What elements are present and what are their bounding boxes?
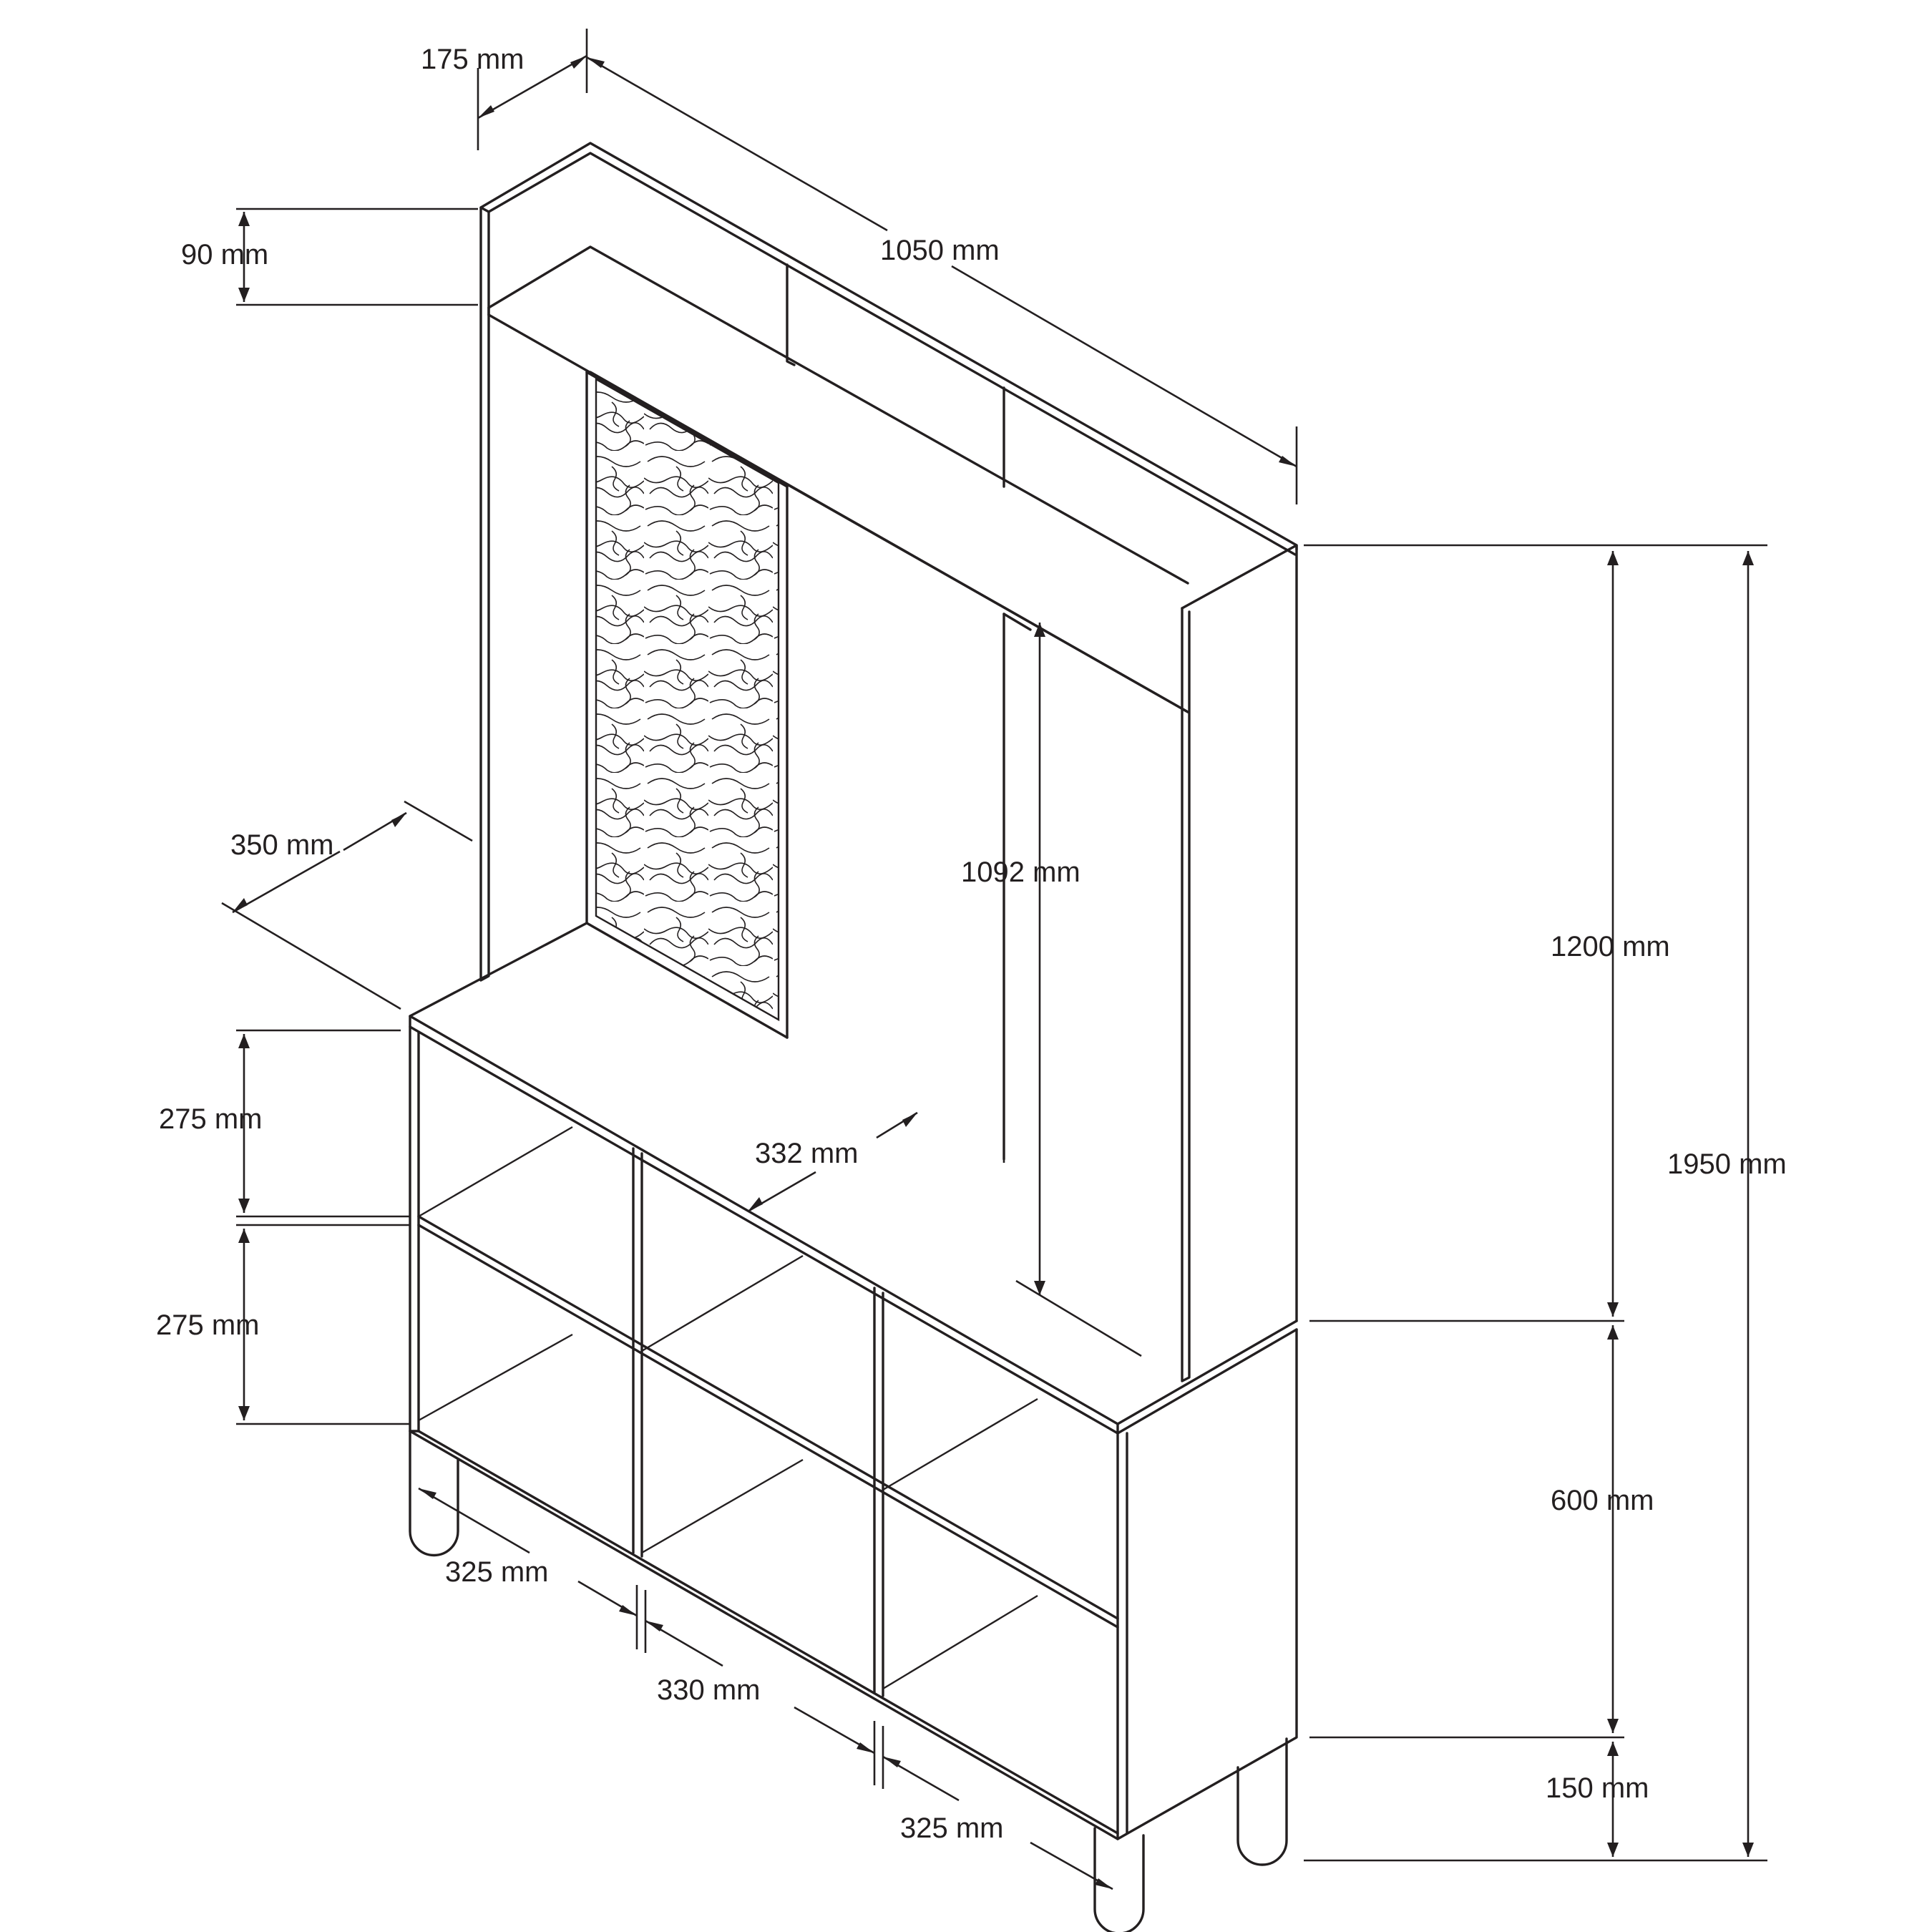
- label-top-cube-height: 275 mm: [159, 1103, 263, 1135]
- label-leg-height: 150 mm: [1546, 1772, 1649, 1804]
- label-cube-width-right: 325 mm: [900, 1813, 1004, 1844]
- label-upper-height: 1200 mm: [1551, 931, 1670, 962]
- label-top-shelf-height: 90 mm: [181, 239, 268, 270]
- marble-panel: [596, 379, 779, 1020]
- label-upper-depth: 350 mm: [230, 829, 334, 861]
- label-top-width: 1050 mm: [880, 235, 1000, 266]
- label-inner-height: 1092 mm: [961, 857, 1080, 888]
- label-base-height: 600 mm: [1551, 1485, 1654, 1516]
- label-cube-width-left: 325 mm: [445, 1556, 549, 1588]
- cabinet-outline: [409, 142, 1298, 1932]
- dimension-labels: 175 mm 1050 mm 90 mm 350 mm 1092 mm 1200…: [156, 44, 1787, 1844]
- dimension-lines: [221, 29, 1767, 1890]
- label-bench-depth: 332 mm: [755, 1138, 859, 1169]
- label-top-depth: 175 mm: [421, 44, 525, 75]
- label-total-height: 1950 mm: [1667, 1148, 1787, 1180]
- label-cube-width-middle: 330 mm: [657, 1674, 761, 1706]
- label-bottom-cube-height: 275 mm: [156, 1309, 260, 1341]
